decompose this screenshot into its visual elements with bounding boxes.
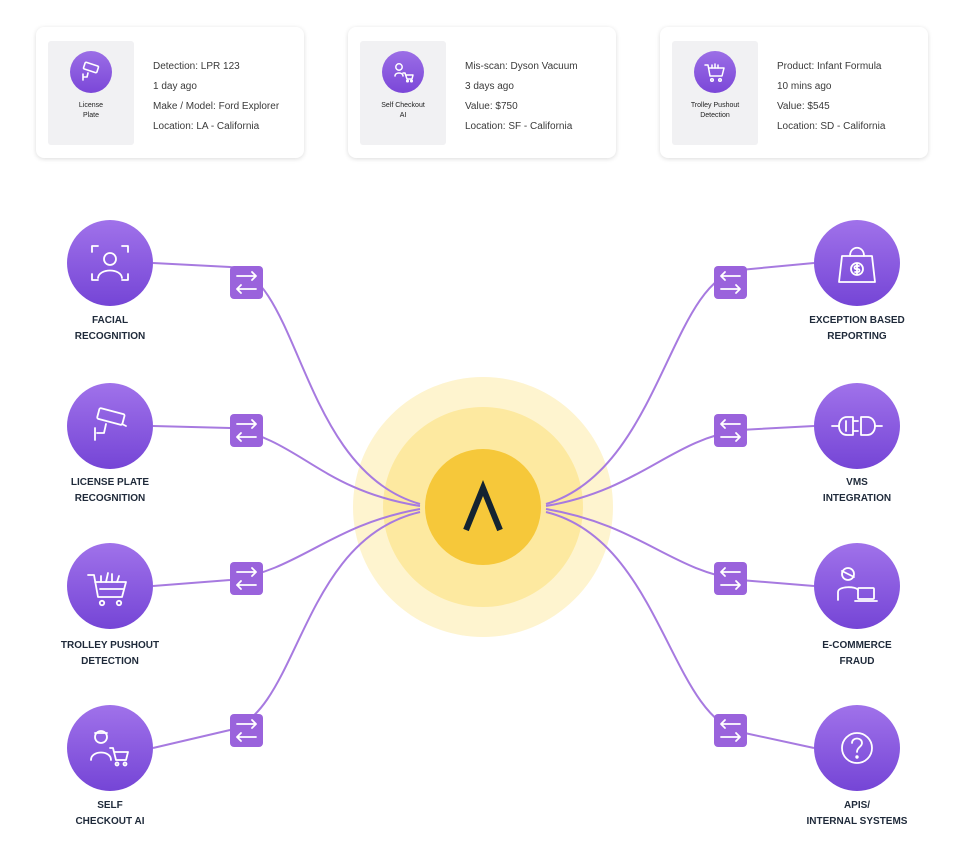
label-line: CHECKOUT AI xyxy=(75,816,145,827)
node-apis-internal-systems xyxy=(814,705,900,791)
label-line: INTEGRATION xyxy=(822,493,892,504)
question-icon xyxy=(841,732,873,764)
card-icon-label-line: Plate xyxy=(83,112,99,119)
detection-card-self-checkout: Self Checkout AI Mis-scan: Dyson Vacuum … xyxy=(348,27,616,158)
label-line: LICENSE PLATE xyxy=(70,477,150,488)
label-line: DETECTION xyxy=(81,656,139,667)
label-vms-integration: VMS INTEGRATION xyxy=(772,475,942,507)
label-line: E-COMMERCE xyxy=(822,640,892,651)
label-facial-recognition: FACIAL RECOGNITION xyxy=(25,313,195,345)
card-icon-label-line: Trolley Pushout xyxy=(690,102,740,109)
sync-arrows-icon xyxy=(714,266,747,299)
sync-arrows-icon xyxy=(714,714,747,747)
label-line: TROLLEY PUSHOUT xyxy=(60,640,160,651)
node-exception-based-reporting xyxy=(814,220,900,306)
sync-arrows-icon xyxy=(714,562,747,595)
cctv-camera-icon xyxy=(94,407,127,441)
card-icon-label-line: Self Checkout xyxy=(381,102,425,109)
label-e-commerce-fraud: E-COMMERCE FRAUD xyxy=(772,638,942,670)
sync-arrows-icon xyxy=(714,414,747,447)
sync-arrows-icon xyxy=(230,414,263,447)
detection-card-trolley-pushout: Trolley Pushout Detection Product: Infan… xyxy=(660,27,928,158)
sync-arrows-icon xyxy=(230,266,263,299)
cctv-camera-icon xyxy=(70,51,112,93)
label-license-plate-recognition: LICENSE PLATE RECOGNITION xyxy=(25,475,195,507)
card-time: 1 day ago xyxy=(153,81,197,92)
card-make-model: Make / Model: Ford Explorer xyxy=(153,101,280,112)
node-e-commerce-fraud xyxy=(814,543,900,629)
card-icon-label-line: Detection xyxy=(700,112,730,119)
card-location: Location: SF - California xyxy=(465,121,573,132)
card-value: Value: $750 xyxy=(465,101,518,112)
label-line: REPORTING xyxy=(827,331,887,342)
label-apis-internal-systems: APIS/ INTERNAL SYSTEMS xyxy=(772,798,942,830)
shopping-cart-icon xyxy=(87,572,127,607)
card-misscan: Mis-scan: Dyson Vacuum xyxy=(465,61,578,72)
card-icon-panel: License Plate xyxy=(48,41,134,145)
sync-arrows-icon xyxy=(230,562,263,595)
card-icon-panel: Trolley Pushout Detection xyxy=(672,41,758,145)
card-details: Product: Infant Formula 10 mins ago Valu… xyxy=(777,57,885,137)
cashier-cart-icon xyxy=(90,730,129,767)
card-time: 10 mins ago xyxy=(777,81,832,92)
card-product: Product: Infant Formula xyxy=(777,61,882,72)
card-location: Location: SD - California xyxy=(777,121,886,132)
shopping-cart-icon xyxy=(694,51,736,93)
label-line: FACIAL xyxy=(91,315,129,326)
logo-icon xyxy=(463,480,503,532)
label-line: FRAUD xyxy=(839,656,875,667)
label-line: INTERNAL SYSTEMS xyxy=(806,816,908,827)
money-bag-icon xyxy=(838,246,876,283)
card-location: Location: LA - California xyxy=(153,121,260,132)
card-time: 3 days ago xyxy=(465,81,514,92)
card-details: Mis-scan: Dyson Vacuum 3 days ago Value:… xyxy=(465,57,578,137)
detection-card-license-plate: License Plate Detection: LPR 123 1 day a… xyxy=(36,27,304,158)
sync-arrows-icon xyxy=(230,714,263,747)
node-vms-integration xyxy=(814,383,900,469)
card-icon-panel: Self Checkout AI xyxy=(360,41,446,145)
label-exception-based-reporting: EXCEPTION BASED REPORTING xyxy=(772,313,942,345)
face-scan-icon xyxy=(91,245,129,281)
card-icon-label-line: License xyxy=(78,102,104,109)
person-laptop-icon xyxy=(837,567,878,602)
node-self-checkout-ai xyxy=(67,705,153,791)
plug-icon xyxy=(831,416,883,436)
label-line: SELF xyxy=(97,800,123,811)
card-details: Detection: LPR 123 1 day ago Make / Mode… xyxy=(153,57,279,137)
card-icon-label-line: AI xyxy=(399,112,407,119)
label-line: VMS xyxy=(846,477,868,488)
label-line: RECOGNITION xyxy=(74,493,146,504)
label-line: APIS/ xyxy=(843,800,871,811)
label-line: EXCEPTION BASED xyxy=(809,315,905,326)
card-detection: Detection: LPR 123 xyxy=(153,61,240,72)
node-trolley-pushout-detection xyxy=(67,543,153,629)
label-line: RECOGNITION xyxy=(74,331,146,342)
card-value: Value: $545 xyxy=(777,101,830,112)
hub-circle xyxy=(425,449,541,565)
cashier-cart-icon xyxy=(382,51,424,93)
node-facial-recognition xyxy=(67,220,153,306)
label-trolley-pushout-detection: TROLLEY PUSHOUT DETECTION xyxy=(25,638,195,670)
label-self-checkout-ai: SELF CHECKOUT AI xyxy=(25,798,195,830)
node-license-plate-recognition xyxy=(67,383,153,469)
